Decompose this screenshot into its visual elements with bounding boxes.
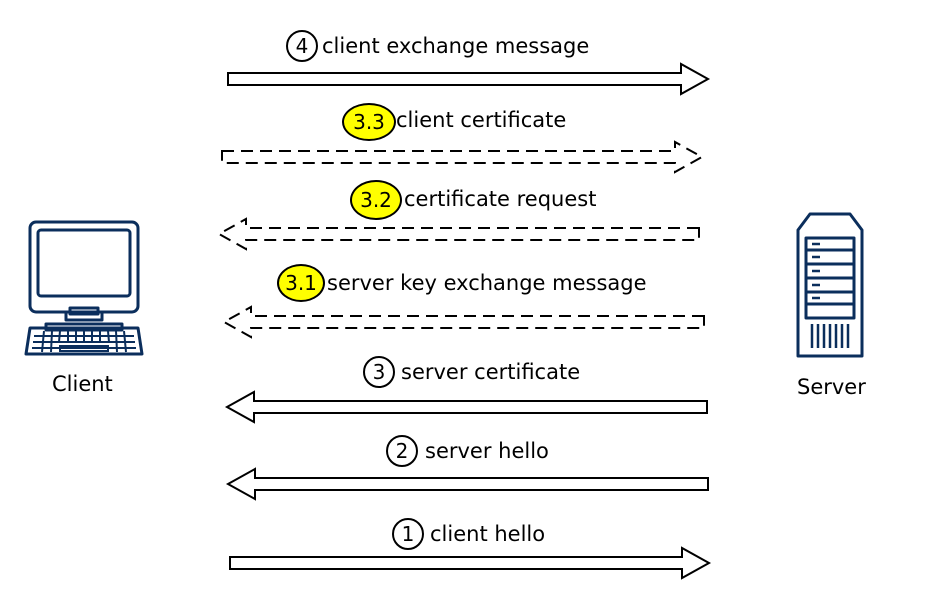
message-arrow-4 <box>227 62 711 96</box>
message-arrow-3-3 <box>221 140 705 174</box>
message-label-3: server certificate <box>401 360 581 384</box>
step-badge-1: 1 <box>392 518 424 550</box>
message-arrow-2 <box>225 467 709 501</box>
message-label-3-3: client certificate <box>396 108 567 132</box>
message-label-4: client exchange message <box>322 34 590 58</box>
message-label-1: client hello <box>430 522 546 546</box>
message-arrow-1 <box>229 546 712 580</box>
step-badge-3-1: 3.1 <box>277 264 325 302</box>
message-label-2: server hello <box>425 439 549 463</box>
step-badge-3-2: 3.2 <box>350 180 402 220</box>
message-arrow-3-1 <box>221 305 705 339</box>
server-tower-icon <box>796 212 864 358</box>
step-badge-4: 4 <box>286 30 318 62</box>
step-badge-3: 3 <box>363 356 395 388</box>
step-badge-2: 2 <box>386 435 418 467</box>
client-label: Client <box>52 372 113 396</box>
message-arrow-3-2 <box>216 217 700 251</box>
message-arrow-3 <box>224 390 708 424</box>
server-label: Server <box>797 375 866 399</box>
message-label-3-1: server key exchange message <box>327 271 647 295</box>
desktop-computer-icon <box>24 220 144 356</box>
message-label-3-2: certificate request <box>404 187 597 211</box>
step-badge-3-3: 3.3 <box>342 103 396 141</box>
